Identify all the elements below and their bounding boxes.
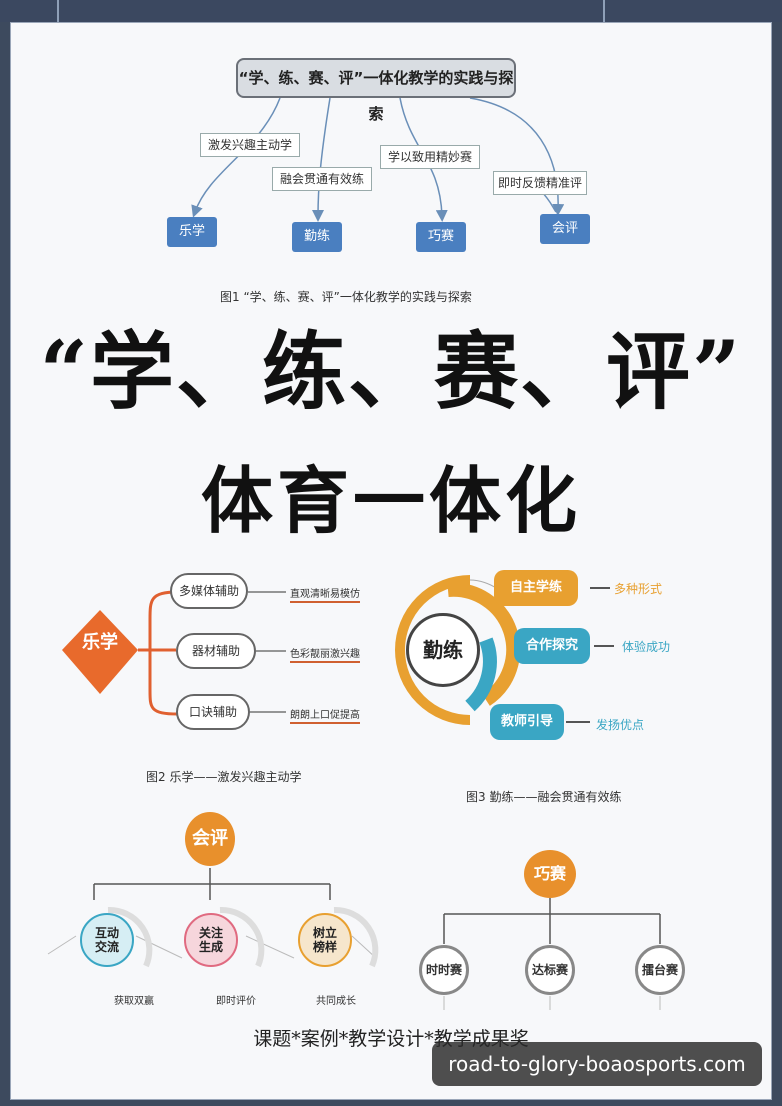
fig2-note-1: 直观清晰易模仿 <box>290 585 360 603</box>
fig4-item-1-line1: 互动 <box>94 926 119 940</box>
fig4-item-rolemodel: 树立榜样 <box>298 913 352 967</box>
fig1-node-lexue: 乐学 <box>167 217 217 247</box>
fig2-item-equipment: 器材辅助 <box>176 633 256 669</box>
fig1-label-lian: 融会贯通有效练 <box>272 167 372 191</box>
fig1-node-qinlian: 勤练 <box>292 222 342 252</box>
fig4-item-1-line2: 交流 <box>94 940 119 954</box>
fig4-item-2-line2: 生成 <box>198 940 223 954</box>
fig2-note-3: 朗朗上口促提高 <box>290 706 360 724</box>
headline-line1: “学、练、赛、评” <box>39 322 743 421</box>
fig4-item-attention: 关注生成 <box>184 913 238 967</box>
fig5-item-standard: 达标赛 <box>525 945 575 995</box>
fig4-note-2: 即时评价 <box>216 996 256 1007</box>
fig3-item-teacher-guide: 教师引导 <box>490 704 564 740</box>
top-bar <box>0 0 782 22</box>
fig3-note-1: 多种形式 <box>614 582 663 596</box>
fig2-item-rhyme: 口诀辅助 <box>176 694 250 730</box>
fig1-label-xue: 激发兴趣主动学 <box>200 133 300 157</box>
fig1-node-huiping: 会评 <box>540 214 590 244</box>
fig4-note-3: 共同成长 <box>316 996 356 1007</box>
fig5-item-anytime: 时时赛 <box>419 945 469 995</box>
watermark: road-to-glory-boaosports.com <box>432 1042 762 1086</box>
fig3-center-circle: 勤练 <box>406 613 480 687</box>
headline-line2: 体育一体化 <box>200 459 581 543</box>
fig1-caption: 图1 “学、练、赛、评”一体化教学的实践与探索 <box>220 290 472 304</box>
fig3-item-cooperation: 合作探究 <box>514 628 590 664</box>
fig3-note-2: 体验成功 <box>622 640 671 654</box>
fig2-caption: 图2 乐学——激发兴趣主动学 <box>146 770 302 784</box>
fig1-title-box: “学、练、赛、评”一体化教学的实践与探索 <box>236 58 516 123</box>
fig4-item-2-line1: 关注 <box>198 926 223 940</box>
top-bar-divider <box>603 0 605 22</box>
fig1-node-qiaosai: 巧赛 <box>416 222 466 252</box>
fig2-note-2: 色彩靓丽激兴趣 <box>290 645 360 663</box>
fig3-note-3: 发扬优点 <box>596 718 645 732</box>
fig3-item-self-study: 自主学练 <box>494 570 578 606</box>
fig4-item-interaction: 互动交流 <box>80 913 134 967</box>
fig4-center-circle: 会评 <box>185 812 235 866</box>
fig5-center-circle: 巧赛 <box>524 850 576 898</box>
fig1-label-ping: 即时反馈精准评 <box>493 171 587 195</box>
fig4-item-3-line1: 树立 <box>312 926 337 940</box>
fig4-item-3-line2: 榜样 <box>312 940 337 954</box>
fig5-item-arena: 擂台赛 <box>635 945 685 995</box>
fig2-center-label: 乐学 <box>82 632 118 653</box>
fig3-caption: 图3 勤练——融会贯通有效练 <box>466 790 622 804</box>
top-bar-divider <box>57 0 59 22</box>
fig1-label-sai: 学以致用精妙赛 <box>380 145 480 169</box>
fig4-note-1: 获取双赢 <box>114 996 154 1007</box>
fig2-item-multimedia: 多媒体辅助 <box>170 573 248 609</box>
